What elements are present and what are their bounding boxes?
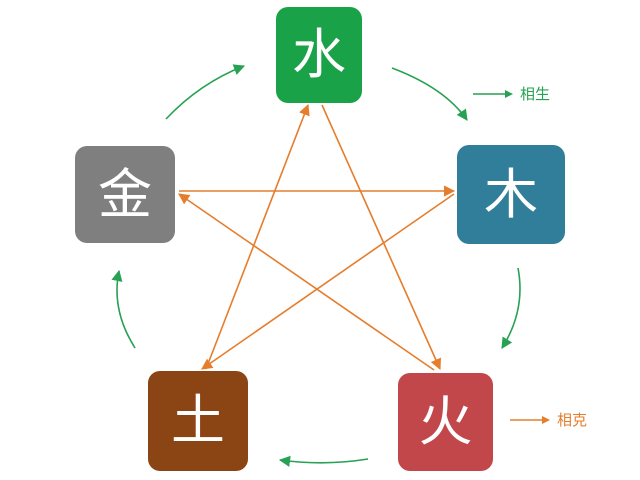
element-water-box: 水 [276,7,362,103]
generating-arrow-water-to-wood [391,67,468,121]
legend-generating-arrow-icon [473,89,513,98]
legend-controlling-label: 相克 [557,411,588,429]
element-earth-box: 土 [148,371,248,471]
generating-arrow-earth-to-metal [111,269,136,349]
controlling-arrow-water-to-fire [321,104,441,371]
generating-cycle [111,64,521,467]
legend-generating: 相生 [472,83,550,104]
legend-controlling: 相克 [509,409,587,430]
controlling-arrow-wood-to-earth [201,193,455,370]
generating-arrow-metal-to-water [165,64,246,120]
legend-controlling-arrow-icon [510,415,550,424]
element-metal-box: 金 [75,146,175,243]
controlling-arrow-earth-to-water [205,103,310,370]
element-fire-box: 火 [398,373,493,471]
generating-arrow-wood-to-fire [501,267,521,349]
element-wood-box: 木 [457,145,565,244]
generating-arrow-fire-to-earth [278,455,369,467]
controlling-cycle [178,103,456,371]
legend-generating-label: 相生 [520,85,551,103]
controlling-arrow-fire-to-metal [178,193,435,371]
